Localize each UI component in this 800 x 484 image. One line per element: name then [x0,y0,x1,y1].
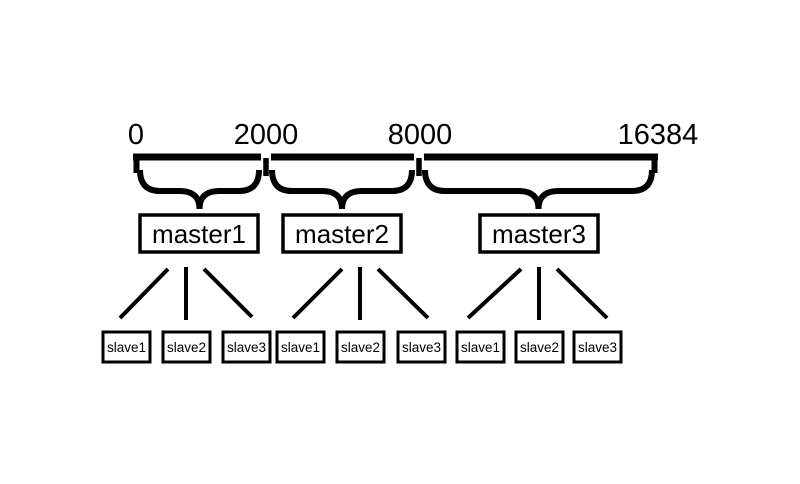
cluster-group-2: master2 slave1 slave2 slave3 [275,213,447,364]
master3-slave3-box [572,330,623,364]
slot-axis-bar [133,153,658,176]
master2-label: master2 [295,219,389,249]
master2-slave1-box [275,330,326,364]
master2-slave1-connector [291,267,344,320]
axis-label-0: 0 [128,119,144,151]
master1-slave1-connector [118,267,170,320]
cluster-group-1: master1 slave1 slave2 slave3 [101,213,272,364]
master1-slave2-label: slave2 [167,340,206,355]
master3-slave2-box [514,330,565,364]
master3-slave3-label: slave3 [578,340,617,355]
master1-slave3-box [221,330,272,364]
axis-label-8000: 8000 [388,119,453,151]
master3-box [478,213,600,254]
master3-slave2-label: slave2 [520,340,559,355]
master3-slave3-connector [555,267,609,320]
range-brace-master3 [422,169,655,210]
master1-slave1-label: slave1 [107,340,146,355]
master2-slave1-label: slave1 [281,340,320,355]
master1-slave2-box [161,330,212,364]
range-brace-master2 [269,169,415,210]
master1-slave1-box [101,330,152,364]
master3-slave1-label: slave1 [461,340,500,355]
axis-label-16384: 16384 [618,119,699,151]
master2-slave3-connector [376,267,430,320]
master1-slave3-label: slave3 [227,340,266,355]
master2-slave2-label: slave2 [341,340,380,355]
axis-label-2000: 2000 [234,119,299,151]
master2-box [281,213,403,254]
master1-slave3-connector [202,267,254,319]
range-brace-master1 [137,169,262,210]
master2-slave2-box [335,330,386,364]
master3-label: master3 [492,219,586,249]
master1-label: master1 [152,219,246,249]
master2-slave3-box [396,330,447,364]
master3-slave1-connector [466,267,523,320]
master2-slave3-label: slave3 [402,340,441,355]
cluster-group-3: master3 slave1 slave2 slave3 [455,213,623,364]
master1-box [138,213,260,254]
master3-slave1-box [455,330,506,364]
